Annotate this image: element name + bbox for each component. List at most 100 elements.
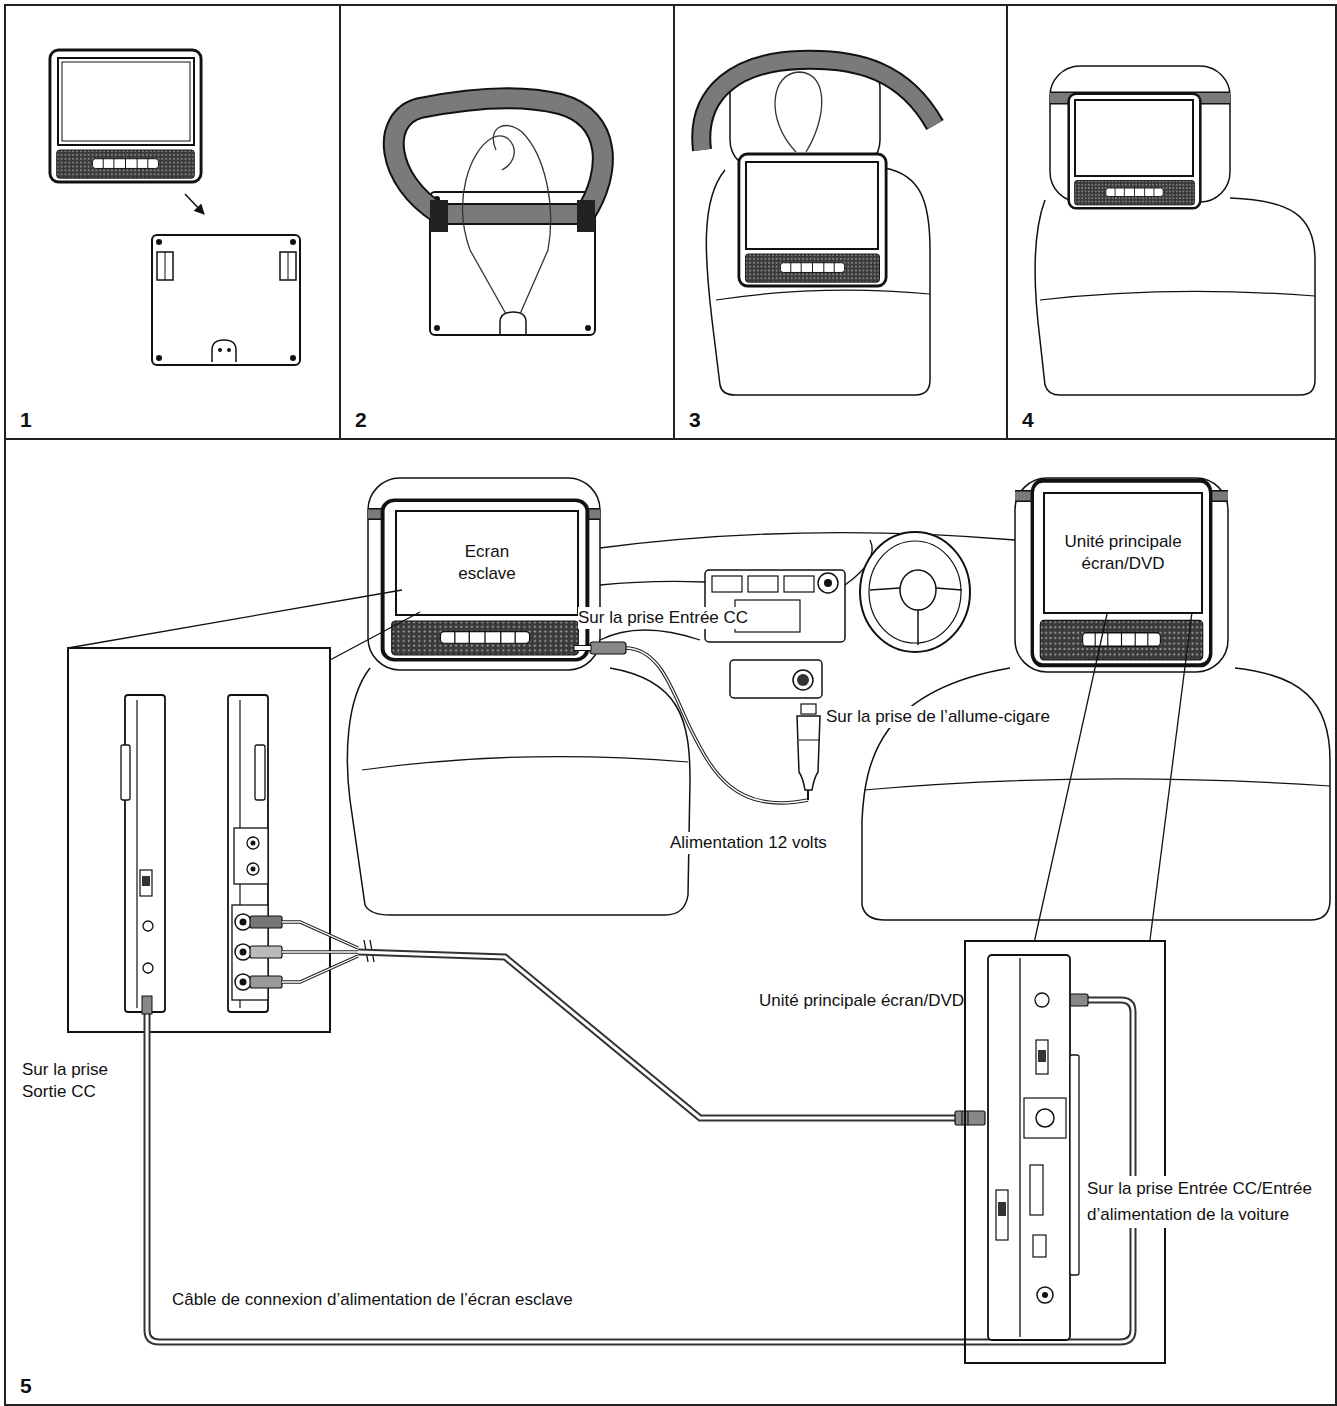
main-unit-side-view [1019, 958, 1020, 1337]
main-unit-side-view [988, 955, 1070, 1340]
main-unit-side-view [1036, 1040, 1048, 1074]
steering-wheel [860, 532, 970, 652]
portable-dvd-screen [58, 58, 194, 145]
portable-dvd-screen [1069, 94, 1201, 209]
main-unit-side-view [996, 1190, 1008, 1240]
headrest-strap [430, 200, 448, 232]
slave-screen-side-view [240, 919, 247, 926]
mounting-plate [280, 252, 296, 280]
mounting-plate [290, 355, 296, 361]
annotation-label: Câble de connexion d’alimentation de l’é… [172, 1289, 573, 1311]
slave-screen-side-view [142, 876, 150, 886]
slave-screen-side-view [143, 921, 153, 931]
rca-plugs [282, 922, 358, 982]
portable-dvd-screen [746, 162, 878, 249]
slave-power-cable [147, 1000, 1133, 1342]
mounting-plate [288, 252, 289, 280]
cigarette-plug [797, 704, 820, 800]
mounting-plate [156, 239, 162, 245]
side-view-callout [68, 648, 330, 1032]
headrest-strap [577, 200, 595, 232]
safety-cord [463, 136, 515, 314]
step-panel: 1 [4, 4, 341, 440]
headrest-strap [394, 98, 603, 214]
dashboard [600, 630, 700, 640]
cigarette-plug [799, 740, 819, 741]
car-seat [362, 757, 688, 770]
headrest-strap [394, 98, 603, 232]
main-unit-side-view [1038, 1050, 1046, 1062]
car-seat [1015, 478, 1228, 672]
mounting-plate [212, 340, 236, 362]
callout-box: Unité principale écran/DVD [964, 940, 1166, 1364]
portable-dvd-screen [62, 62, 190, 141]
slave-screen-side-view [251, 867, 256, 872]
mounting-plate [152, 235, 300, 365]
car-seat [1035, 198, 1315, 395]
portable-dvd-screen [739, 154, 886, 286]
cigarette-plug [807, 790, 809, 800]
portable-dvd-screen [1069, 94, 1201, 209]
step-panel: 4 [1006, 4, 1337, 440]
cigarette-plug [797, 716, 820, 790]
av-cable [955, 1111, 985, 1125]
node-label: Ecran esclave [442, 541, 532, 585]
slave-screen-side-view [136, 700, 137, 1008]
slave-screen-side-view [235, 974, 251, 990]
rca-plugs [250, 916, 374, 988]
mounting-plate [585, 325, 591, 331]
leader-line [1150, 612, 1192, 940]
main-unit-side-view [1035, 993, 1049, 1007]
slave-screen-side-view [121, 695, 268, 1012]
main-unit-side-view [1037, 1287, 1053, 1303]
main-unit-side-view [1033, 1235, 1046, 1257]
slave-power-cable [142, 994, 1133, 1342]
dashboard [600, 581, 705, 585]
av-cable [358, 952, 985, 1125]
step-panel: 3 [673, 4, 1008, 440]
slave-screen-side-view [234, 828, 268, 884]
step-panel: 5Ecran esclaveUnité principale écran/DVD… [4, 438, 1337, 1406]
annotation-label: Sur la prise Entrée CC/Entrée d’alimenta… [1087, 1176, 1332, 1228]
slave-screen-side-view [240, 949, 247, 956]
callout-number: 4 [1022, 408, 1034, 432]
cigarette-plug [801, 704, 816, 714]
leader-line [330, 612, 420, 660]
av-cable [968, 1111, 969, 1125]
av-cable [962, 1111, 963, 1125]
mounting-plate [156, 355, 162, 361]
main-unit-side-view [1036, 1109, 1054, 1127]
slave-screen-side-view [140, 870, 152, 896]
rca-plugs [250, 976, 282, 988]
headrest-strap [775, 72, 822, 152]
callout-number: 3 [689, 408, 701, 432]
car-seat [706, 58, 930, 395]
mounting-plate [227, 348, 231, 352]
screen-display: Ecran esclave [395, 510, 579, 616]
callout-number: 2 [355, 408, 367, 432]
av-cable [358, 952, 958, 1118]
main-unit-side-view [1024, 1098, 1066, 1138]
annotation-label: Sur la prise Entrée CC [578, 607, 748, 629]
cigarette-socket [730, 660, 822, 698]
steering-wheel [869, 541, 961, 643]
mounting-plate [152, 235, 300, 365]
portable-dvd-screen [50, 50, 201, 182]
safety-cord [463, 126, 551, 314]
cigarette-socket [797, 674, 809, 686]
radio-console [824, 579, 832, 587]
steering-wheel [870, 588, 962, 645]
cigarette-socket [730, 660, 822, 698]
direction-arrow [185, 194, 204, 214]
rca-plugs [282, 922, 358, 982]
radio-console [712, 576, 742, 592]
node-label: Unité principale écran/DVD [759, 990, 964, 1012]
slave-screen-side-view [240, 979, 247, 986]
portable-dvd-screen [383, 500, 588, 659]
mounting-plate [218, 348, 222, 352]
headrest-strap [701, 60, 935, 152]
slave-screen-side-view [121, 745, 130, 800]
car-power-cable [625, 648, 808, 803]
leader-line [1035, 614, 1107, 940]
